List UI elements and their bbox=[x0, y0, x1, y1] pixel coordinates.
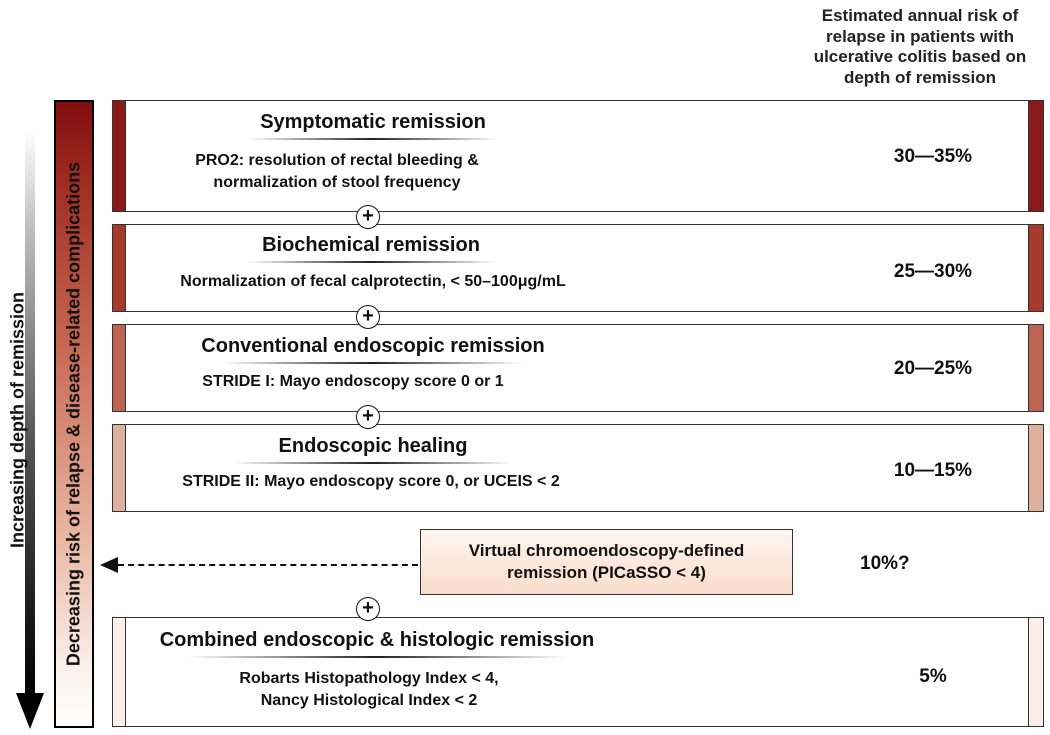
description-line: normalization of stool frequency bbox=[213, 174, 461, 191]
stage-color-strip bbox=[1028, 101, 1043, 211]
stage-description: Normalization of fecal calprotectin, < 5… bbox=[180, 271, 565, 293]
dashed-connector bbox=[118, 564, 418, 566]
stage-description: STRIDE I: Mayo endoscopy score 0 or 1 bbox=[202, 371, 503, 393]
header-line: Estimated annual risk of bbox=[821, 6, 1019, 25]
stage-box-conventional-endoscopic: Conventional endoscopic remission STRIDE… bbox=[112, 324, 1044, 412]
stage-box-endoscopic-healing: Endoscopic healing STRIDE II: Mayo endos… bbox=[112, 424, 1044, 512]
stage-description: Robarts Histopathology Index < 4, Nancy … bbox=[239, 668, 498, 712]
depth-axis-label: Increasing depth of remission bbox=[7, 291, 28, 549]
stage-risk: 25—30% bbox=[893, 261, 973, 282]
stage-color-strip bbox=[1028, 325, 1043, 411]
header-line: depth of remission bbox=[843, 67, 997, 87]
title-underline bbox=[248, 138, 498, 140]
risk-gradient-bar bbox=[54, 100, 94, 728]
stage-color-strip bbox=[113, 618, 126, 726]
description-line: Nancy Histological Index < 2 bbox=[260, 692, 478, 709]
header-line: relapse in patients with bbox=[826, 26, 1014, 46]
description-line: PRO2: resolution of rectal bleeding & bbox=[195, 152, 479, 169]
stage-title: Conventional endoscopic remission bbox=[201, 335, 545, 357]
stage-title: Endoscopic healing bbox=[278, 435, 468, 457]
plus-icon: + bbox=[356, 205, 380, 229]
title-underline bbox=[223, 362, 523, 364]
description-line: Robarts Histopathology Index < 4, bbox=[239, 670, 499, 687]
depth-arrow-head-icon bbox=[16, 693, 44, 729]
arrow-left-icon bbox=[100, 557, 118, 573]
plus-icon: + bbox=[356, 305, 380, 329]
stage-color-strip bbox=[1028, 225, 1043, 311]
stage-description: STRIDE II: Mayo endoscopy score 0, or UC… bbox=[182, 471, 559, 493]
stage-box-combined-histologic: Combined endoscopic & histologic remissi… bbox=[112, 617, 1044, 727]
stage-color-strip bbox=[113, 325, 126, 411]
title-underline bbox=[233, 462, 513, 464]
vc-risk: 10%? bbox=[860, 553, 910, 574]
description-line: Normalization of fecal calprotectin, < 5… bbox=[180, 273, 566, 290]
description-line: STRIDE II: Mayo endoscopy score 0, or UC… bbox=[182, 473, 560, 490]
plus-icon: + bbox=[356, 405, 380, 429]
stage-color-strip bbox=[1028, 425, 1043, 511]
vc-line: remission (PICaSSO < 4) bbox=[507, 563, 706, 582]
stage-title: Symptomatic remission bbox=[260, 111, 486, 133]
vc-line: Virtual chromoendoscopy-defined bbox=[468, 541, 745, 560]
risk-axis-label: Decreasing risk of relapse & disease-rel… bbox=[63, 161, 84, 667]
description-line: STRIDE I: Mayo endoscopy score 0 or 1 bbox=[202, 373, 504, 390]
stage-title: Biochemical remission bbox=[262, 234, 480, 256]
stage-risk: 5% bbox=[919, 666, 947, 687]
risk-column-header: Estimated annual risk of relapse in pati… bbox=[790, 6, 1050, 88]
header-line: ulcerative colitis based on bbox=[813, 47, 1027, 66]
stage-box-biochemical: Biochemical remission Normalization of f… bbox=[112, 224, 1044, 312]
stage-color-strip bbox=[113, 101, 126, 211]
stage-box-symptomatic: Symptomatic remission PRO2: resolution o… bbox=[112, 100, 1044, 212]
stage-risk: 10—15% bbox=[893, 460, 973, 481]
stage-risk: 30—35% bbox=[893, 146, 973, 167]
plus-icon: + bbox=[356, 597, 380, 621]
stage-title: Combined endoscopic & histologic remissi… bbox=[159, 629, 595, 651]
virtual-chromoendoscopy-box: Virtual chromoendoscopy-defined remissio… bbox=[420, 529, 793, 595]
title-underline bbox=[246, 261, 496, 263]
stage-risk: 20—25% bbox=[893, 358, 973, 379]
stage-description: PRO2: resolution of rectal bleeding & no… bbox=[195, 150, 479, 194]
title-underline bbox=[187, 656, 567, 658]
stage-color-strip bbox=[1028, 618, 1043, 726]
stage-color-strip bbox=[113, 225, 126, 311]
stage-color-strip bbox=[113, 425, 126, 511]
depth-arrow-shaft bbox=[25, 130, 35, 695]
